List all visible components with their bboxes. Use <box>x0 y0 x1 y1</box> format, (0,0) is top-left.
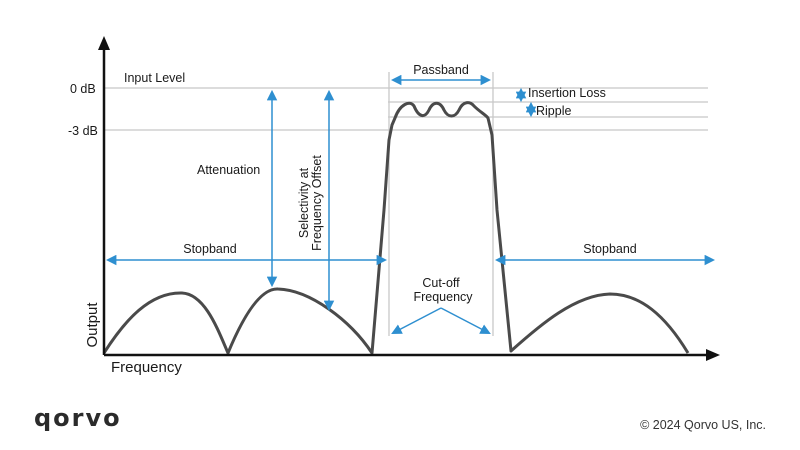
reference-lines <box>104 87 708 131</box>
axes <box>98 36 720 361</box>
y-axis-arrowhead <box>98 36 110 50</box>
stopband-right-label: Stopband <box>583 242 637 256</box>
cutoff-guides <box>388 72 494 336</box>
selectivity-label-line2: Frequency Offset <box>310 155 324 251</box>
cutoff-label-line1: Cut-off <box>422 276 460 290</box>
passband-label: Passband <box>413 63 469 77</box>
zero-db-label: 0 dB <box>70 82 96 96</box>
minus3db-label: -3 dB <box>68 124 98 138</box>
selectivity-label-line1: Selectivity at <box>297 167 311 238</box>
x-axis-title: Frequency <box>111 359 182 376</box>
cutoff-label-line2: Frequency <box>413 290 473 304</box>
ripple-label: Ripple <box>536 104 571 118</box>
copyright-notice: © 2024 Qorvo US, Inc. <box>640 418 766 432</box>
annotation-arrows <box>105 74 716 334</box>
attenuation-label: Attenuation <box>197 163 260 177</box>
qorvo-logo: qorvo <box>34 404 122 432</box>
cutoff-left-arrow <box>391 307 442 334</box>
filter-response-curve <box>102 101 690 355</box>
stopband-left-label: Stopband <box>183 242 237 256</box>
cutoff-right-arrow <box>440 307 491 334</box>
y-axis-title: Output <box>84 302 101 348</box>
insertion-loss-label: Insertion Loss <box>528 86 606 100</box>
x-axis-arrowhead <box>706 349 720 361</box>
input-level-label: Input Level <box>124 71 185 85</box>
